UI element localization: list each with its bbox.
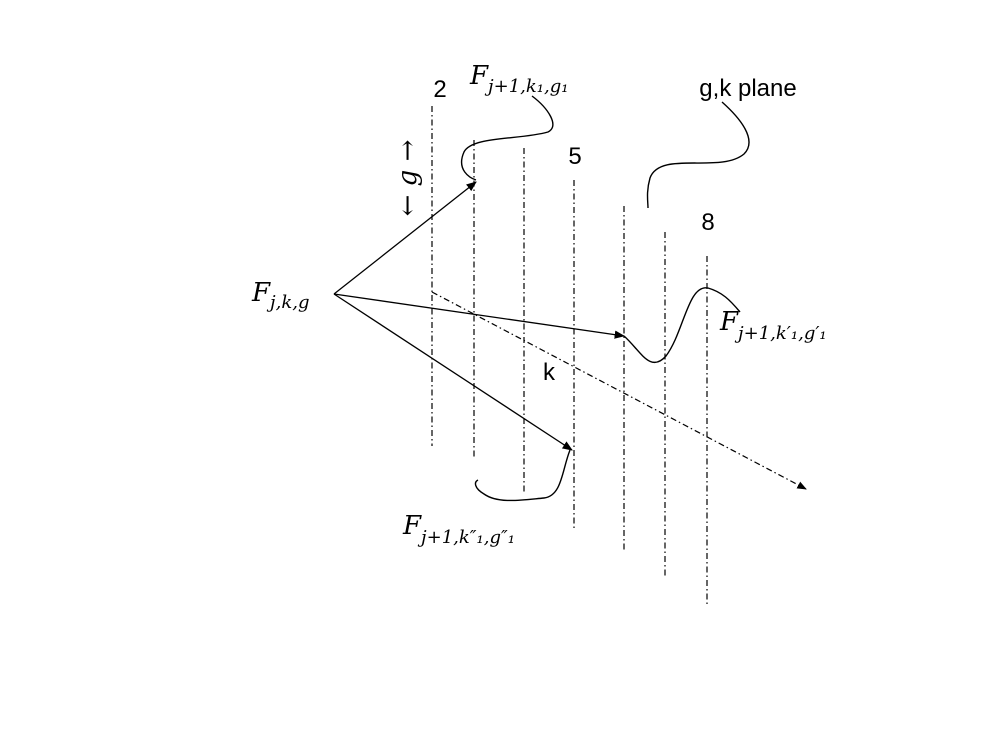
k-axis-label: k — [543, 359, 556, 386]
plane-number-5: 5 — [568, 143, 581, 170]
leader-curve-right — [623, 287, 741, 364]
bottom-state-label: Fj+1,k″₁,g″₁ — [402, 511, 515, 548]
source-node-sub: j,k,g — [266, 292, 309, 313]
source-node-base: F — [251, 278, 271, 308]
leader-curve-bottom — [474, 449, 571, 502]
g-axis-label: ← g → — [393, 140, 423, 217]
plane-number-8: 8 — [701, 209, 714, 236]
plane-number-2: 2 — [433, 76, 446, 103]
top-state-sub: j+1,k₁,g₁ — [484, 76, 568, 97]
arrow-to-top-state — [333, 181, 477, 295]
k-axis-line — [431, 291, 807, 490]
top-state-base: F — [469, 61, 489, 91]
bottom-state-sub: j+1,k″₁,g″₁ — [417, 527, 515, 548]
arrow-to-right-state — [333, 293, 626, 339]
plane-caption: g,k plane — [699, 75, 796, 102]
right-state-sub: j+1,k′₁,g′₁ — [734, 323, 827, 344]
source-node-label: Fj,k,g — [251, 278, 310, 313]
right-state-base: F — [719, 307, 739, 337]
arrow-to-bottom-state — [333, 293, 573, 451]
right-state-label: Fj+1,k′₁,g′₁ — [719, 307, 827, 344]
leader-curve-top — [460, 95, 554, 181]
leader-curve-plane — [646, 101, 750, 209]
top-state-label: Fj+1,k₁,g₁ — [469, 61, 568, 97]
bottom-state-base: F — [402, 511, 422, 541]
